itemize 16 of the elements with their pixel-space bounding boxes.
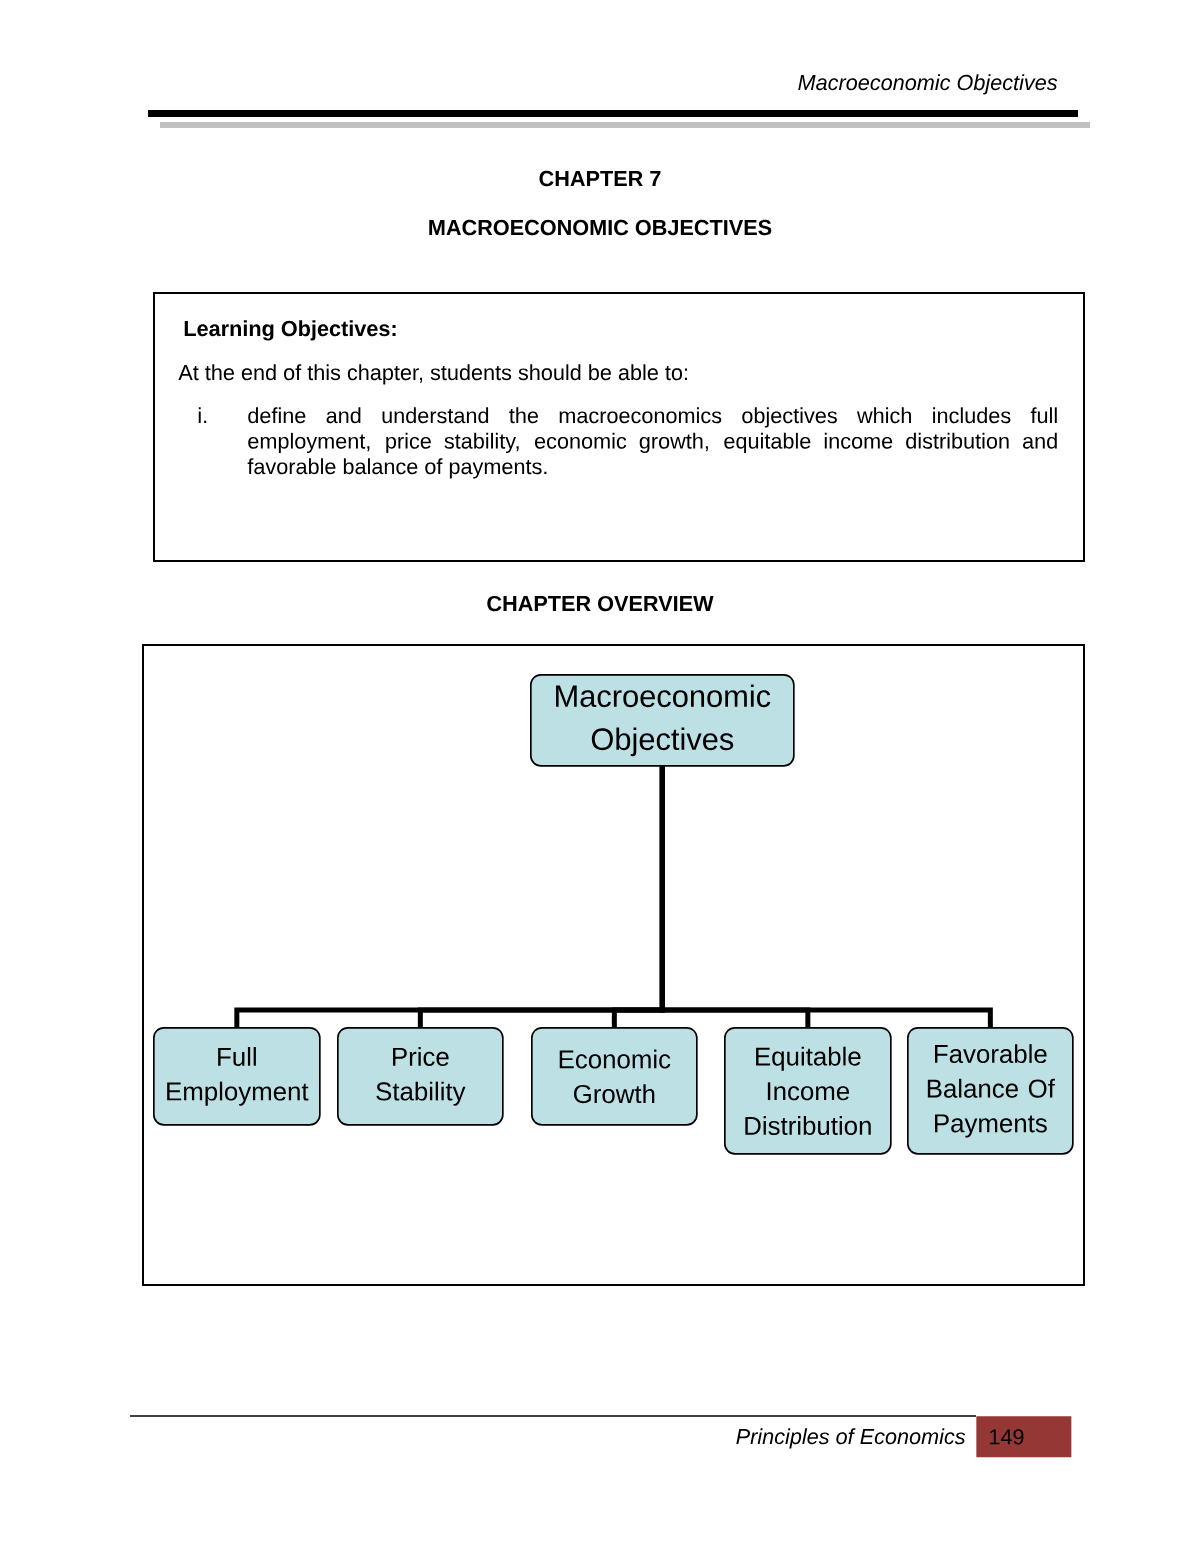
objective-box: Favorable Balance Of Payments (907, 1027, 1074, 1155)
objective-box: Economic Growth (531, 1027, 698, 1126)
chapter-label: CHAPTER 7 (539, 170, 661, 187)
objective-box: Price Stability (337, 1027, 504, 1126)
topic-box: Macroeconomic Objectives (530, 674, 795, 767)
chapter-title: MACROECONOMIC OBJECTIVES (429, 219, 772, 236)
objectives-heading: Learning Objectives: (184, 320, 396, 341)
section-heading: CHAPTER OVERVIEW (487, 595, 714, 612)
objective-box: Equitable Income Distribution (724, 1027, 892, 1155)
objective-box: Full Employment (153, 1027, 321, 1126)
intro-sentence: At the end of this chapter, students should be able to: (178, 364, 687, 385)
connector (659, 766, 993, 1027)
running-header: Macroeconomic Objectives (798, 74, 1058, 95)
list-item-text: define and understand the macroeconomics objectives which includes full employment, price stability, economic growth, equitable income distribution and favorable balance of payments. (247, 407, 1057, 479)
page-number-box: 149 (976, 1416, 1072, 1458)
list-marker: i. (198, 407, 207, 423)
